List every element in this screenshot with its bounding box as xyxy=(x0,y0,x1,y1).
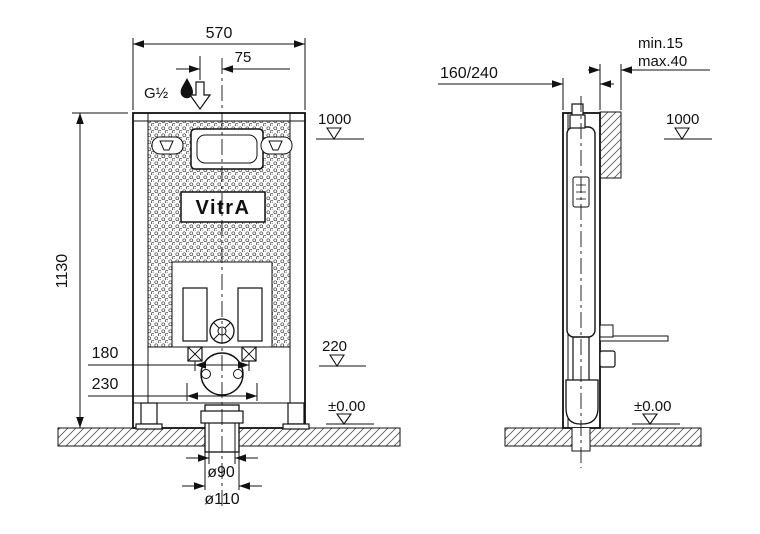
level-symbol-icon xyxy=(328,354,346,368)
flush-bend-stub xyxy=(599,324,614,338)
level-1000-front-label: 1000 xyxy=(318,111,351,128)
mounting-bracket-left xyxy=(182,287,208,342)
floor-section-side xyxy=(504,427,702,447)
water-inlet: G½ xyxy=(144,78,212,111)
level-1000-front: 1000 xyxy=(316,111,364,141)
outlet-stub xyxy=(599,350,616,368)
access-window xyxy=(190,128,264,170)
level-floor-side: ±0.00 xyxy=(632,398,680,425)
fixing-bolt-right xyxy=(241,346,257,362)
dim-height-label: 1130 xyxy=(54,254,71,289)
floor-level-front-label: ±0.00 xyxy=(328,398,365,415)
dimension-160-240: 160/240 xyxy=(438,64,614,110)
level-symbol-icon xyxy=(673,127,691,141)
dimension-d110: ø110 xyxy=(182,452,262,508)
fixing-bolt-left xyxy=(187,346,203,362)
dimension-570: 570 xyxy=(132,25,306,110)
flush-down-pipe xyxy=(572,337,590,380)
level-symbol-icon xyxy=(325,127,343,141)
fill-valve-top xyxy=(569,103,586,129)
brand-plate xyxy=(180,191,266,223)
fixing-slot-left xyxy=(151,136,184,155)
level-220-label: 220 xyxy=(322,338,347,355)
dim-drain-110-label: ø110 xyxy=(204,491,239,508)
outlet-elbow xyxy=(565,379,599,425)
floor-level-side-label: ±0.00 xyxy=(634,398,671,415)
level-floor-front: ±0.00 xyxy=(326,398,374,425)
dimension-180: 180 xyxy=(88,345,250,371)
dim-wall-min-label: min.15 xyxy=(638,35,683,52)
dim-outlet-offset-label: 230 xyxy=(92,376,119,393)
dim-bolt-spacing-label: 180 xyxy=(92,345,119,362)
dim-drain-90-label: ø90 xyxy=(207,464,235,481)
wc-fixing-rod xyxy=(599,335,669,342)
level-1000-side: 1000 xyxy=(664,111,712,141)
level-220: 220 xyxy=(319,338,366,368)
dimension-1130: 1130 xyxy=(54,112,128,428)
foot-right xyxy=(282,402,310,430)
dimension-230: 230 xyxy=(88,376,258,401)
level-symbol-icon xyxy=(335,413,353,425)
front-view: VitrA xyxy=(54,25,401,510)
fixing-slot-right xyxy=(260,136,293,155)
dim-inlet-offset-label: 75 xyxy=(235,49,252,66)
side-view: 160/240 min.15 max.40 1000 ±0.00 xyxy=(438,35,712,468)
dimension-75: 75 xyxy=(176,49,290,80)
inlet-thread-label: G½ xyxy=(144,85,169,102)
level-symbol-icon xyxy=(641,413,659,425)
level-1000-side-label: 1000 xyxy=(666,111,699,128)
mounting-bracket-right xyxy=(237,287,263,342)
wall-section xyxy=(599,111,622,179)
dimension-wall-cover: min.15 max.40 xyxy=(588,35,710,110)
water-drop-icon xyxy=(180,78,193,99)
dim-depth-label: 160/240 xyxy=(440,65,498,82)
brand-logo-text: VitrA xyxy=(196,197,251,219)
dim-width-label: 570 xyxy=(206,25,233,42)
inlet-arrow-icon xyxy=(188,81,212,111)
foot-left xyxy=(135,402,163,430)
dim-wall-max-label: max.40 xyxy=(638,53,687,70)
